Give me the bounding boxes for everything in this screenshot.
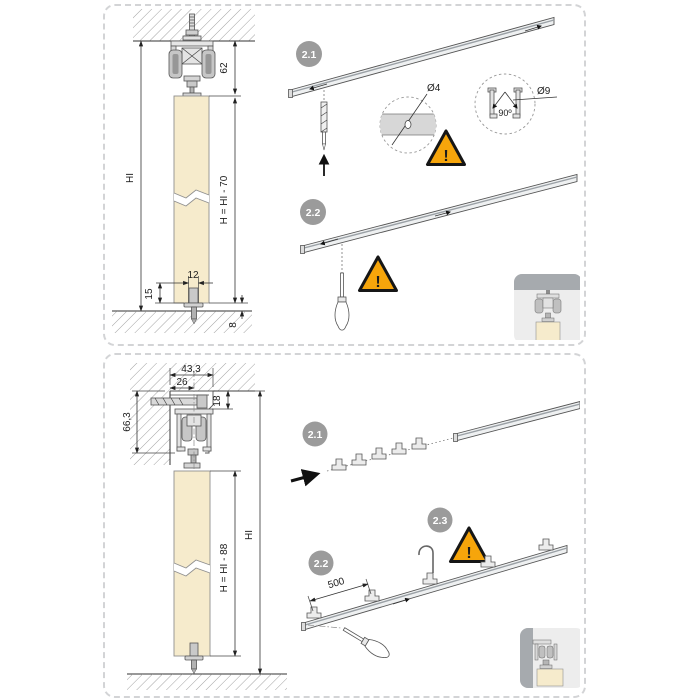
drill-hole-diameter-label: Ø4 — [427, 83, 441, 94]
rail-clip — [371, 447, 387, 460]
wall-bracket-rail-assembly — [150, 371, 214, 475]
dim-slot-depth-label: 15 — [144, 288, 155, 300]
warning-exclamation: ! — [466, 545, 471, 562]
rail-clip — [391, 442, 407, 455]
rail-clip — [331, 458, 347, 471]
door-panel — [173, 95, 210, 304]
dim-door-height-label: H = HI - 70 — [219, 175, 230, 224]
dimension-rail-axis-offset: 26 — [169, 377, 195, 391]
dim-bracket-height-label: 66,3 — [122, 412, 133, 432]
step-badge-2-1-label: 2.1 — [302, 49, 317, 61]
dimension-rail-top-offset: 18 — [212, 390, 233, 410]
dim-total-height-label: HI — [244, 530, 255, 540]
slide-direction-arrow — [290, 469, 321, 487]
floor-guide — [184, 642, 204, 675]
bottom-panel-drawing: 43,3 26 66,3 18 HI — [122, 363, 580, 690]
top-instruction-panel: HI 62 H = HI - 70 12 15 — [103, 4, 586, 346]
dimension-door-height: H = HI - 88 — [210, 470, 241, 657]
rail-clip — [364, 589, 380, 602]
dimension-floor-gap: 8 — [228, 295, 245, 328]
drill-hole-detail: Ø4 — [379, 83, 441, 154]
dimension-bracket-depth: 43,3 — [169, 364, 214, 387]
step-badge-2-2: 2.2 — [308, 550, 334, 576]
rail-clip — [351, 453, 367, 466]
profile-hole-diameter-label: Ø9 — [537, 86, 551, 97]
step-badge-2-1: 2.1 — [302, 421, 328, 447]
warning-triangle: ! — [358, 255, 398, 292]
screwdriver — [334, 244, 350, 331]
dim-slot-width-label: 12 — [187, 270, 199, 281]
dim-bracket-depth-label: 43,3 — [181, 364, 201, 375]
dim-rail-axis-offset-label: 26 — [176, 377, 188, 388]
dim-door-height-label: H = HI - 88 — [219, 543, 230, 592]
rail-step-2-2 — [300, 173, 578, 254]
dim-mechanism-height-label: 62 — [219, 62, 230, 74]
drill-angle-label: 90º — [498, 108, 512, 118]
dim-total-height-label: HI — [125, 173, 136, 183]
dimension-mechanism-height: 62 — [209, 40, 241, 97]
ceiling-mount-inset-thumbnail — [514, 274, 580, 340]
step-badge-2-1-label: 2.1 — [308, 429, 323, 441]
rail-clip — [422, 572, 438, 585]
rail-clip — [411, 437, 427, 450]
bottom-instruction-panel: 43,3 26 66,3 18 HI — [103, 353, 586, 698]
dim-rail-top-offset-label: 18 — [212, 395, 223, 407]
floor-guide — [183, 276, 204, 325]
warning-exclamation: ! — [443, 148, 448, 165]
profile-hole-detail: 90º Ø9 — [474, 73, 558, 135]
threaded-hanger-rod — [182, 13, 202, 41]
floor-section — [112, 310, 252, 333]
top-panel-drawing: HI 62 H = HI - 70 12 15 — [112, 9, 580, 340]
rail-clip — [538, 538, 554, 551]
rail-step-2-1 — [453, 401, 580, 442]
warning-triangle: ! — [449, 526, 489, 563]
rail-clip — [306, 606, 322, 619]
step-badge-2-1: 2.1 — [296, 41, 322, 67]
rail-clip — [480, 555, 496, 568]
dimension-total-height: HI — [125, 40, 144, 312]
rail-step-2-1 — [288, 16, 555, 98]
wall-mount-inset-thumbnail — [520, 628, 580, 688]
roller-trolley-assembly — [168, 40, 216, 98]
screwdriver — [307, 624, 390, 658]
rail-step-2-2 — [301, 544, 568, 631]
dimension-total-height: HI — [217, 390, 265, 675]
step-badge-2-2: 2.2 — [300, 199, 326, 225]
step-badge-2-3-label: 2.3 — [433, 515, 448, 527]
dimension-door-height: H = HI - 70 — [209, 97, 248, 304]
dimension-clip-spacing: 500 — [307, 576, 372, 612]
step-badge-2-3: 2.3 — [427, 507, 453, 533]
warning-triangle: ! — [426, 129, 466, 166]
dim-floor-gap-label: 8 — [228, 322, 239, 328]
dim-clip-spacing-label: 500 — [327, 576, 347, 591]
dimension-bracket-height: 66,3 — [122, 390, 175, 454]
dimension-slot-depth: 15 — [144, 282, 184, 304]
drill-bit — [320, 90, 328, 151]
step-badge-2-2-label: 2.2 — [306, 207, 321, 219]
warning-exclamation: ! — [375, 274, 380, 291]
floor-section — [127, 673, 287, 690]
step-badge-2-2-label: 2.2 — [314, 558, 329, 570]
door-panel — [173, 470, 211, 657]
